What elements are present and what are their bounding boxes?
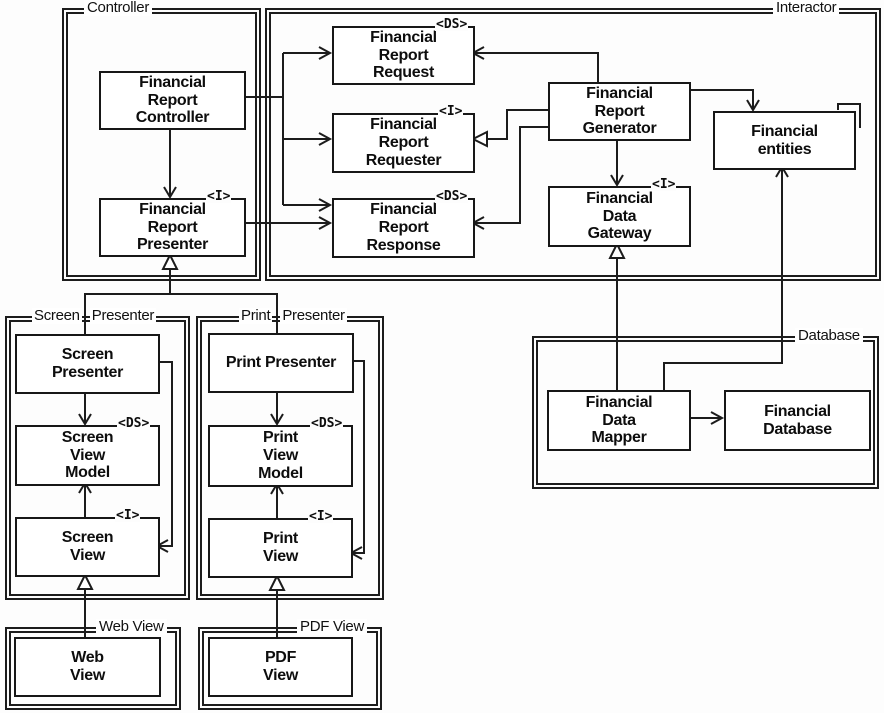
- arrowhead-down-icon: [746, 99, 760, 112]
- group-title-web-view: Web View: [96, 619, 167, 635]
- box-label: Financial Report Requester: [365, 116, 442, 169]
- box-label: Financial Report Generator: [582, 84, 657, 138]
- edge-generator-to-response: [474, 126, 548, 224]
- inherit-triangle-up-icon: [268, 573, 286, 591]
- edge-sp-to-sv: [156, 361, 173, 547]
- group-title-word: Print: [239, 307, 273, 324]
- group-web-view: [5, 627, 181, 710]
- arrowhead-right-icon: [710, 411, 725, 425]
- arrowhead-down-icon: [610, 174, 624, 187]
- box-financial-report-response: Financial Report Response: [332, 198, 475, 258]
- group-title-print-presenter: Print Presenter: [239, 308, 347, 324]
- box-label: Financial Report Response: [366, 201, 441, 254]
- box-financial-report-requester: Financial Report Requester: [332, 113, 475, 173]
- box-financial-report-generator: Financial Report Generator: [548, 82, 691, 141]
- stereotype-tag: <I>: [206, 189, 232, 204]
- box-financial-entities: Financial entities: [713, 111, 856, 170]
- group-title-database: Database: [795, 328, 863, 344]
- group-title-screen-presenter: Screen Presenter: [32, 307, 157, 324]
- edge-controller-to-usecases: [242, 52, 329, 206]
- box-screen-view: Screen View: [15, 517, 160, 577]
- entities-corner-bracket: [837, 103, 861, 128]
- inherit-triangle-up-icon: [76, 572, 94, 590]
- stereotype-tag: <I>: [308, 509, 334, 524]
- box-print-view-model: Print View Model: [208, 425, 353, 487]
- box-financial-report-request: Financial Report Request: [332, 26, 475, 85]
- group-interactor: [265, 8, 881, 281]
- group-database: [532, 336, 879, 489]
- box-label: Screen Presenter: [51, 346, 124, 381]
- box-label: Financial entities: [751, 122, 818, 158]
- arrowhead-right-icon: [318, 216, 333, 230]
- box-label: Screen View: [61, 529, 114, 564]
- box-print-presenter: Print Presenter: [208, 333, 354, 393]
- box-financial-data-gateway: Financial Data Gateway: [548, 186, 691, 247]
- group-pdf-view: [198, 627, 382, 710]
- group-title-word: Presenter: [280, 307, 347, 324]
- edge-generator-to-request: [474, 52, 599, 82]
- arrowhead-right-icon: [318, 132, 333, 146]
- group-title-interactor: Interactor: [773, 0, 840, 16]
- box-print-view: Print View: [208, 518, 353, 578]
- box-web-view: Web View: [14, 637, 161, 697]
- box-label: Financial Report Request: [370, 28, 437, 82]
- box-label: Web View: [70, 649, 105, 684]
- stereotype-tag: <DS>: [435, 189, 469, 204]
- inherit-triangle-up-icon: [161, 252, 179, 270]
- group-title-word: Presenter: [89, 307, 157, 324]
- edge-pp-to-pv: [350, 360, 365, 554]
- box-label: PDF View: [263, 649, 298, 684]
- box-financial-report-controller: Financial Report Controller: [99, 71, 246, 130]
- box-label: Screen View Model: [61, 428, 114, 482]
- inherit-triangle-up-icon: [608, 241, 626, 259]
- group-controller: [62, 8, 261, 281]
- box-label: Print View: [263, 530, 298, 565]
- arrowhead-right-icon: [318, 46, 333, 60]
- box-label: Print View Model: [258, 429, 303, 482]
- box-financial-report-presenter: Financial Report Presenter: [99, 198, 246, 257]
- box-pdf-view: PDF View: [208, 637, 353, 697]
- inherit-triangle-left-icon: [470, 130, 488, 148]
- group-title-controller: Controller: [84, 0, 153, 16]
- stereotype-tag: <I>: [438, 104, 464, 119]
- box-label: Print Presenter: [225, 354, 337, 372]
- group-title-pdf-view: PDF View: [297, 619, 368, 635]
- stereotype-tag: <DS>: [435, 17, 469, 32]
- edge-generator-to-entities: [687, 89, 754, 109]
- box-label: Financial Report Controller: [135, 73, 210, 127]
- stereotype-tag: <DS>: [117, 416, 151, 431]
- stereotype-tag: <DS>: [310, 416, 344, 431]
- box-financial-data-mapper: Financial Data Mapper: [547, 390, 691, 451]
- box-financial-database: Financial Database: [724, 390, 871, 451]
- group-title-word: Screen: [32, 307, 82, 324]
- box-screen-view-model: Screen View Model: [15, 425, 160, 486]
- arrowhead-down-icon: [270, 413, 284, 426]
- box-screen-presenter: Screen Presenter: [15, 334, 160, 394]
- box-label: Financial Data Mapper: [585, 393, 653, 447]
- stereotype-tag: <I>: [651, 177, 677, 192]
- edge-generator-to-requester: [487, 109, 548, 140]
- edge-mapper-to-entities: [663, 169, 783, 390]
- arrowhead-down-icon: [163, 186, 177, 199]
- box-label: Financial Report Presenter: [136, 200, 209, 254]
- arrowhead-right-icon: [318, 198, 333, 212]
- box-label: Financial Database: [763, 402, 832, 438]
- arrowhead-down-icon: [78, 413, 92, 426]
- stereotype-tag: <I>: [115, 508, 141, 523]
- box-label: Financial Data Gateway: [586, 189, 653, 243]
- edge-presenters-fanin: [84, 269, 278, 334]
